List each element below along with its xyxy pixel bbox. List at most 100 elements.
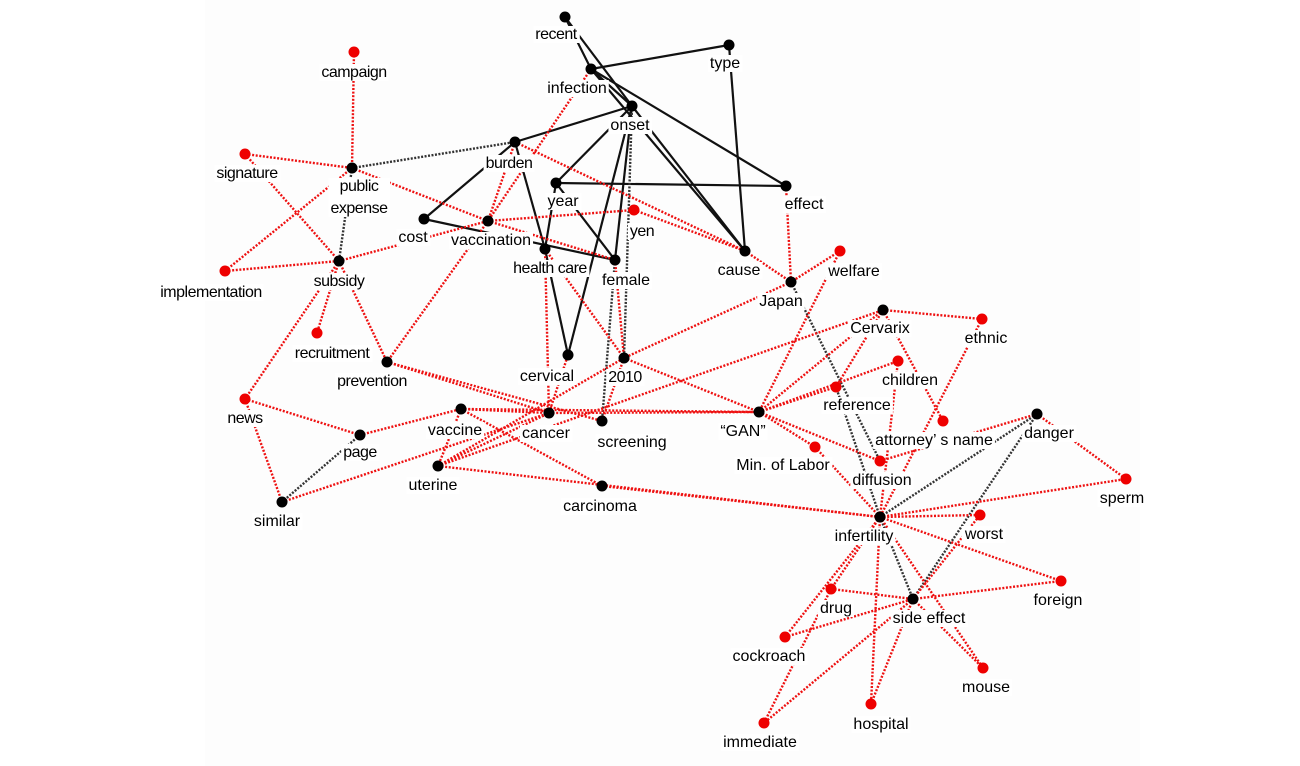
node-label-drug: drug	[820, 600, 852, 617]
label-background	[341, 444, 380, 461]
node-label-year: year	[547, 193, 579, 210]
edge-infertility-danger	[879, 412, 1038, 519]
node-onset	[626, 100, 638, 112]
label-background	[483, 155, 535, 172]
node-side-effect	[907, 593, 919, 605]
edge-burden-cost	[423, 141, 516, 220]
node-label-foreign: foreign	[1034, 592, 1083, 609]
edge-yen-cause	[633, 208, 746, 253]
label-background	[721, 734, 799, 751]
label-background	[533, 26, 580, 43]
node-carcinoma	[596, 480, 608, 492]
node-label-worst: worst	[964, 526, 1004, 543]
label-background	[851, 716, 911, 733]
node-label-gan: “GAN”	[720, 423, 765, 440]
node-label-effect: effect	[785, 196, 824, 213]
edge-public_expense-burden	[351, 140, 516, 170]
node-campaign	[348, 46, 360, 58]
node-label-female: female	[602, 272, 650, 289]
edge-onset-cervical	[566, 105, 634, 356]
label-background	[335, 373, 409, 390]
edge-y2010-gan	[623, 356, 760, 414]
node-label-hospital: hospital	[853, 716, 908, 733]
node-effect	[780, 180, 792, 192]
node-label-carcinoma: carcinoma	[563, 498, 637, 515]
label-background	[511, 260, 590, 277]
label-background	[848, 320, 912, 337]
edge-prevention-cancer	[386, 360, 550, 415]
node-cost	[418, 213, 430, 225]
label-background	[158, 284, 264, 301]
label-background	[730, 648, 808, 665]
label-background	[873, 432, 995, 449]
node-infertility	[874, 511, 886, 523]
node-diffusion	[874, 455, 886, 467]
node-news	[239, 393, 251, 405]
node-sperm	[1120, 473, 1132, 485]
edge-burden-vaccination	[486, 141, 517, 222]
label-background	[251, 513, 303, 530]
node-label-attorney: attorney’ s name	[875, 432, 993, 449]
node-label-cockroach: cockroach	[733, 648, 806, 665]
label-background	[832, 528, 896, 545]
node-label-uterine: uterine	[409, 477, 458, 494]
node-yen	[628, 204, 640, 216]
edge-prevention-screening	[386, 360, 603, 423]
node-label-danger: danger	[1024, 425, 1074, 442]
label-background	[757, 293, 805, 310]
label-background	[225, 410, 266, 427]
node-gan	[753, 406, 765, 418]
edge-cervarix-ethnic	[882, 308, 983, 321]
node-label-side-effect: side effect	[893, 610, 966, 627]
node-similar	[276, 496, 288, 508]
node-label-signature: signature	[216, 165, 278, 182]
node-label-cause: cause	[718, 262, 761, 279]
node-welfare	[834, 245, 846, 257]
node-min-labor	[809, 441, 821, 453]
label-background	[599, 272, 653, 289]
edge-onset-burden	[514, 104, 633, 144]
label-background	[517, 368, 577, 385]
edge-japan-diffusion	[789, 281, 882, 462]
label-background	[707, 55, 743, 72]
node-label-campaign: campaign	[321, 64, 386, 81]
node-female	[609, 254, 621, 266]
label-background	[545, 193, 582, 210]
node-uterine	[432, 460, 444, 472]
edge-type-cause	[727, 44, 747, 252]
label-background	[718, 423, 768, 440]
label-background	[850, 472, 914, 489]
edge-danger-sperm	[1036, 413, 1127, 480]
label-background	[962, 330, 1010, 347]
node-signature	[239, 148, 251, 160]
edge-vaccination-yen	[487, 208, 635, 223]
edge-infertility-worst	[879, 513, 981, 519]
edge-drug-side_effect	[830, 587, 914, 601]
node-danger	[1031, 408, 1043, 420]
edge-vaccination-female	[487, 219, 616, 262]
node-label-news: news	[227, 410, 263, 427]
node-attorney	[937, 415, 949, 427]
node-label-type: type	[710, 55, 740, 72]
label-background	[715, 262, 763, 279]
node-hospital	[865, 698, 877, 710]
node-label-y2010: 2010	[608, 369, 642, 386]
edge-welfare-japan	[790, 249, 841, 284]
node-label-cost: cost	[398, 229, 428, 246]
edge-gan-reference	[758, 385, 837, 414]
node-cervarix	[877, 304, 889, 316]
edge-year-effect	[555, 181, 787, 188]
label-background	[890, 610, 968, 627]
node-ethnic	[976, 313, 988, 325]
label-background	[821, 397, 893, 414]
node-recent	[559, 11, 571, 23]
edge-layer	[224, 16, 1127, 724]
node-layer	[219, 11, 1132, 729]
label-background	[214, 165, 281, 182]
node-label-japan: Japan	[759, 293, 803, 310]
node-cervical	[562, 349, 574, 361]
